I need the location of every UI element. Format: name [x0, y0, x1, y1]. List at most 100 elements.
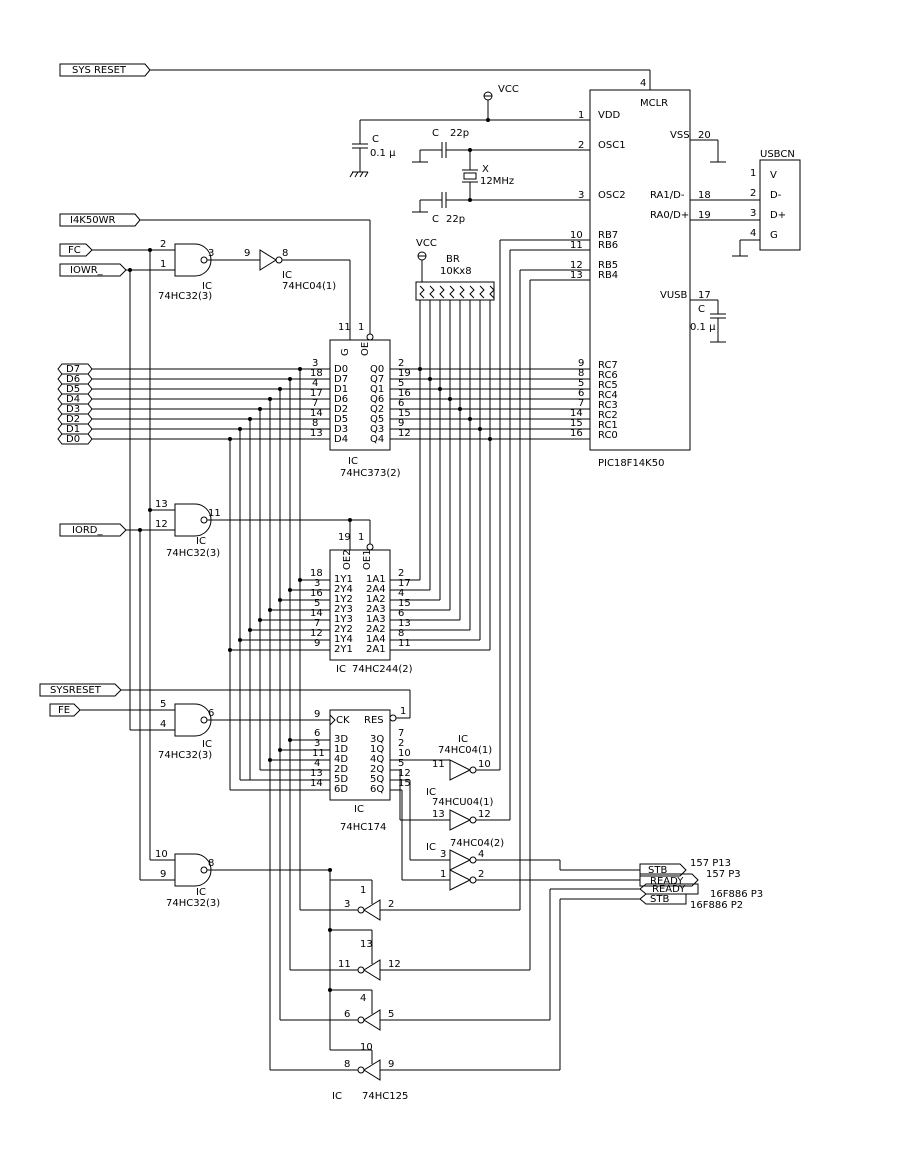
svg-text:3: 3: [314, 738, 320, 749]
svg-text:Q4: Q4: [370, 434, 384, 445]
svg-text:13: 13: [310, 428, 323, 439]
svg-text:12: 12: [478, 809, 491, 820]
svg-text:RC5: RC5: [598, 380, 618, 391]
svg-text:9: 9: [398, 418, 404, 429]
svg-text:6: 6: [398, 608, 404, 619]
svg-text:7: 7: [398, 728, 404, 739]
svg-text:IC: IC: [336, 664, 346, 675]
svg-text:D2: D2: [66, 414, 80, 425]
ic-74hc244: 19 1 OE2 OE1 1Y1 2Y4 1Y2 2Y3 1Y3 2Y2 1Y4…: [310, 532, 413, 675]
svg-text:11: 11: [312, 748, 325, 759]
svg-text:74HCU04(1): 74HCU04(1): [432, 797, 494, 808]
svg-text:STB: STB: [648, 865, 667, 876]
svg-text:9: 9: [578, 358, 584, 369]
svg-text:RC2: RC2: [598, 410, 618, 421]
svg-text:D1: D1: [334, 384, 348, 395]
bus-taps: [228, 367, 302, 1070]
svg-text:9: 9: [160, 869, 166, 880]
svg-text:11: 11: [208, 508, 221, 519]
svg-text:2Y3: 2Y3: [334, 604, 353, 615]
svg-text:17: 17: [698, 290, 711, 301]
svg-text:2Y1: 2Y1: [334, 644, 353, 655]
svg-text:3: 3: [750, 208, 756, 219]
svg-text:VDD: VDD: [598, 110, 621, 121]
port-sysreset: SYSRESET: [39, 683, 122, 697]
svg-text:5: 5: [388, 1009, 394, 1020]
svg-text:D3: D3: [334, 424, 348, 435]
svg-text:11: 11: [398, 638, 411, 649]
svg-text:D4: D4: [334, 434, 348, 445]
svg-text:6: 6: [344, 1009, 350, 1020]
svg-text:RC4: RC4: [598, 390, 618, 401]
svg-text:16F886 P2: 16F886 P2: [690, 900, 743, 911]
svg-text:2Y2: 2Y2: [334, 624, 353, 635]
svg-text:RES: RES: [364, 715, 384, 726]
svg-text:D5: D5: [334, 414, 348, 425]
svg-text:IC: IC: [426, 842, 436, 853]
svg-text:1A2: 1A2: [366, 594, 386, 605]
svg-text:4: 4: [750, 228, 756, 239]
svg-text:IC: IC: [348, 456, 358, 467]
or-gate-1: 2 1 3 IC 74HC32(3): [158, 239, 214, 302]
svg-text:5: 5: [398, 758, 404, 769]
svg-text:2: 2: [578, 140, 584, 151]
svg-text:V: V: [770, 170, 777, 181]
svg-text:7: 7: [578, 398, 584, 409]
svg-text:9: 9: [388, 1059, 394, 1070]
inverter-2: 11 10 IC 74HC04(1): [432, 734, 492, 781]
svg-text:9: 9: [314, 709, 320, 720]
svg-text:IC: IC: [426, 787, 436, 798]
svg-text:2: 2: [398, 358, 404, 369]
svg-text:13: 13: [155, 499, 168, 510]
svg-text:2: 2: [478, 869, 484, 880]
svg-text:IOWR_: IOWR_: [70, 265, 104, 276]
svg-text:12: 12: [310, 628, 323, 639]
svg-text:10: 10: [398, 748, 411, 759]
svg-text:1: 1: [160, 259, 166, 270]
svg-text:D6: D6: [334, 394, 348, 405]
svg-text:RC0: RC0: [598, 430, 618, 441]
svg-text:2A3: 2A3: [366, 604, 386, 615]
svg-text:1: 1: [358, 532, 364, 543]
svg-text:74HC244(2): 74HC244(2): [352, 664, 413, 675]
svg-text:7: 7: [312, 398, 318, 409]
svg-text:1Y2: 1Y2: [334, 594, 353, 605]
svg-text:2: 2: [398, 738, 404, 749]
svg-text:8: 8: [398, 628, 404, 639]
data-bus-ports: D7 D6 D5 D4 D3 D2 D1 D0: [57, 363, 93, 445]
svg-text:7: 7: [314, 618, 320, 629]
svg-text:3: 3: [208, 248, 214, 259]
svg-text:D7: D7: [334, 374, 348, 385]
svg-text:IC: IC: [196, 887, 206, 898]
svg-text:MCLR: MCLR: [640, 98, 668, 109]
svg-text:13: 13: [432, 809, 445, 820]
svg-text:12: 12: [398, 428, 411, 439]
svg-text:Q7: Q7: [370, 374, 384, 385]
svg-text:18: 18: [310, 568, 323, 579]
svg-text:G: G: [770, 230, 778, 241]
svg-text:SYS RESET: SYS RESET: [72, 65, 127, 76]
svg-text:1A4: 1A4: [366, 634, 386, 645]
svg-text:PIC18F14K50: PIC18F14K50: [598, 458, 664, 469]
svg-text:1: 1: [360, 885, 366, 896]
svg-text:2Q: 2Q: [370, 764, 384, 775]
svg-text:RC7: RC7: [598, 360, 618, 371]
vcc-supply: VCC: [483, 84, 519, 120]
svg-text:C: C: [372, 134, 379, 145]
svg-text:19: 19: [338, 532, 351, 543]
svg-text:18: 18: [698, 190, 711, 201]
svg-text:11: 11: [338, 322, 351, 333]
svg-text:12: 12: [570, 260, 583, 271]
svg-text:4D: 4D: [334, 754, 348, 765]
svg-text:READY: READY: [652, 884, 686, 895]
or-gate-3: 5 4 6 IC 74HC32(3): [158, 699, 214, 761]
svg-text:4Q: 4Q: [370, 754, 384, 765]
svg-text:17: 17: [310, 388, 323, 399]
right-ports: STB READY READY STB 157 P13 157 P3 16F88…: [639, 858, 763, 911]
svg-text:D2: D2: [334, 404, 348, 415]
svg-text:1: 1: [750, 168, 756, 179]
ic125-caption: IC 74HC125: [332, 1091, 408, 1102]
svg-text:22p: 22p: [446, 214, 465, 225]
svg-text:74HC373(2): 74HC373(2): [340, 468, 401, 479]
